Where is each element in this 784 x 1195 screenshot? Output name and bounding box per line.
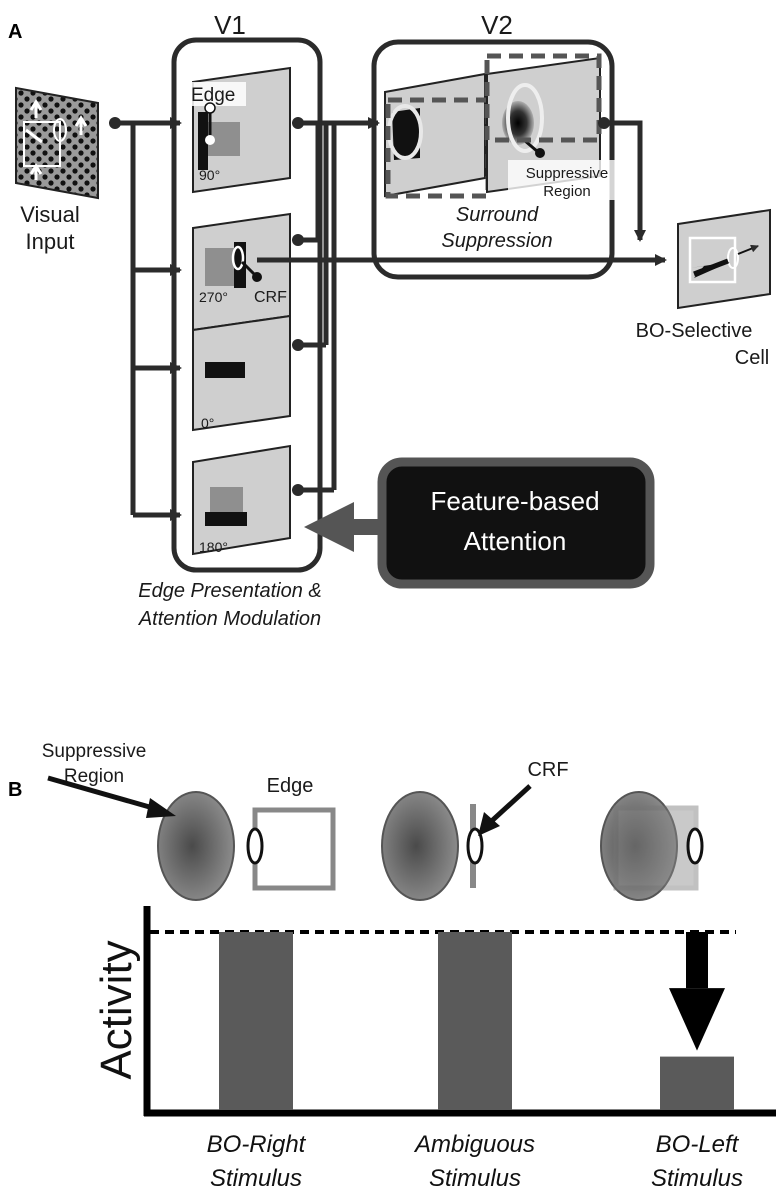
suppressive-region-b-1: Suppressive: [42, 741, 147, 762]
panel-b-letter: B: [8, 779, 22, 801]
v2-output-connection: [598, 117, 646, 242]
bo-cell-label-1: BO-Selective: [636, 320, 753, 342]
v1-output-connections: [257, 117, 667, 496]
surround-suppression-1: Surround: [456, 204, 539, 226]
attention-box: [377, 457, 655, 589]
v1-map-0: [192, 314, 291, 432]
surround-suppression-2: Suppression: [441, 230, 552, 252]
suppressive-region-a-2: Region: [543, 183, 591, 200]
orientation-180: 180°: [199, 539, 228, 555]
category-label-1-1: Stimulus: [429, 1165, 521, 1192]
attention-arrow: [304, 502, 384, 552]
v1-container: [171, 37, 323, 573]
v2-container: [371, 39, 615, 280]
v2-title: V2: [481, 10, 513, 40]
category-label-0-0: BO-Right: [207, 1131, 307, 1158]
orientation-90: 90°: [199, 167, 220, 183]
suppressive-region-a-1: Suppressive: [526, 165, 609, 182]
orientation-0: 0°: [201, 415, 214, 431]
suppressive-region-b-2: Region: [64, 766, 124, 787]
v1-caption-2: Attention Modulation: [138, 608, 321, 630]
bo-cell-label-2: Cell: [735, 347, 769, 369]
crf-label-a: CRF: [254, 289, 287, 306]
category-label-1-0: Ambiguous: [413, 1131, 535, 1158]
suppression-arrow-shaft: [686, 932, 708, 989]
suppression-arrow-head: [669, 988, 725, 1051]
bar-ambiguous: [438, 932, 512, 1110]
category-label-0-1: Stimulus: [210, 1165, 302, 1192]
orientation-270: 270°: [199, 289, 228, 305]
input-connections: [109, 117, 182, 521]
v1-map-270: [192, 212, 291, 332]
bo-selective-cell: [677, 208, 771, 310]
edge-label-a: Edge: [191, 85, 235, 106]
stimulus-bo-left: [600, 791, 704, 901]
y-axis-label: Activity: [92, 940, 141, 1079]
v1-title: V1: [214, 10, 246, 40]
v1-map-180: [192, 444, 291, 556]
bar-bo-right: [219, 932, 293, 1110]
category-label-2-1: Stimulus: [651, 1165, 743, 1192]
panel-a-letter: A: [8, 21, 22, 43]
v2-map-edge: [384, 72, 491, 199]
v1-caption-1: Edge Presentation &: [138, 580, 321, 602]
crf-label-b: CRF: [527, 759, 568, 781]
category-label-2-0: BO-Left: [656, 1131, 740, 1158]
attention-label-2: Attention: [464, 526, 567, 556]
attention-label-1: Feature-based: [430, 486, 599, 516]
visual-input-image: [15, 86, 99, 200]
stimulus-bo-right: [47, 775, 336, 901]
edge-label-b: Edge: [267, 775, 314, 797]
bar-bo-left: [660, 1056, 734, 1110]
stimulus-ambiguous: [381, 784, 532, 901]
v2-map-suppressive: [484, 53, 616, 200]
v1-map-90: [188, 66, 291, 194]
visual-input-label-1: Visual: [20, 202, 80, 227]
visual-input-label-2: Input: [26, 229, 75, 254]
